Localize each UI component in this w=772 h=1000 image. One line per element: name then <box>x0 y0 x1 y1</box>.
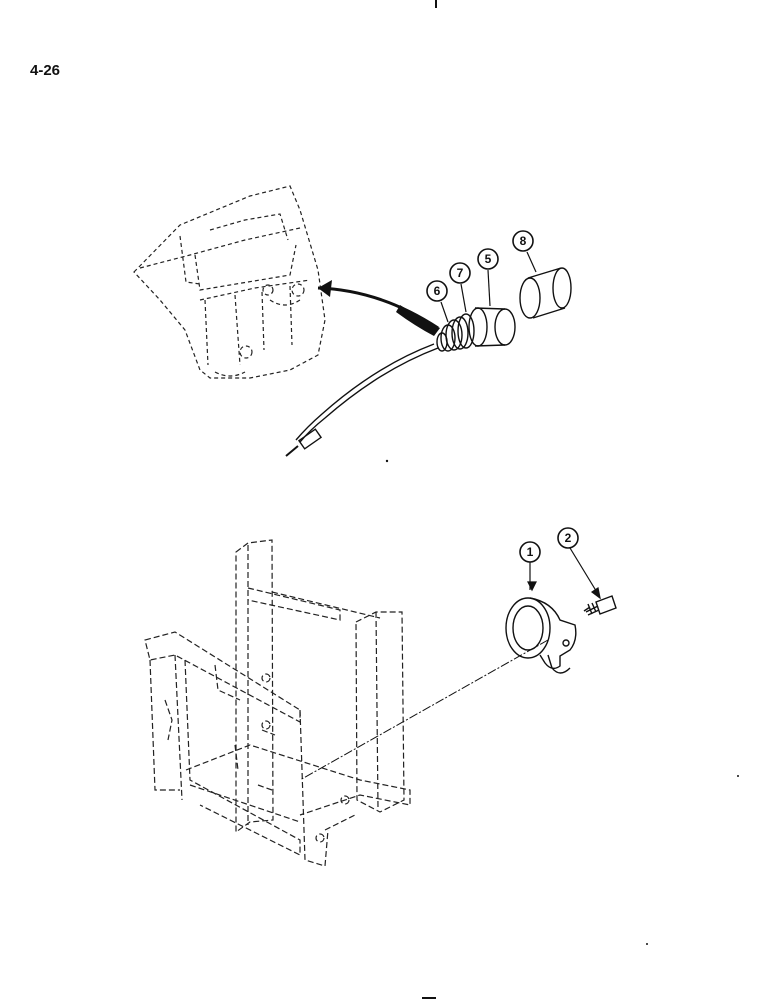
callout-1: 1 <box>519 541 541 563</box>
svg-text:2: 2 <box>565 531 572 545</box>
svg-text:5: 5 <box>485 252 492 266</box>
callout-5: 5 <box>477 248 499 270</box>
horn <box>505 597 577 674</box>
horn-leaders <box>527 547 601 600</box>
callout-8: 8 <box>512 230 534 252</box>
horn-mount-line <box>299 639 549 781</box>
svg-text:7: 7 <box>457 266 464 280</box>
callout-7: 7 <box>449 262 471 284</box>
dashboard-callouts: 6 7 5 8 <box>426 230 534 302</box>
callout-2: 2 <box>557 527 579 549</box>
svg-text:8: 8 <box>520 234 527 248</box>
frame-outline <box>144 539 411 867</box>
svg-text:6: 6 <box>434 284 441 298</box>
bezel-ring <box>519 267 572 319</box>
switch-assembly <box>285 307 516 457</box>
callout-6: 6 <box>426 280 448 302</box>
dashboard-outline <box>133 185 326 379</box>
svg-text:1: 1 <box>527 545 534 559</box>
bolt <box>583 595 617 616</box>
horn-callouts: 1 2 <box>519 527 579 563</box>
install-arrow <box>317 280 440 336</box>
dashboard-leaders <box>440 251 537 323</box>
page-number: 4-26 <box>30 62 61 79</box>
